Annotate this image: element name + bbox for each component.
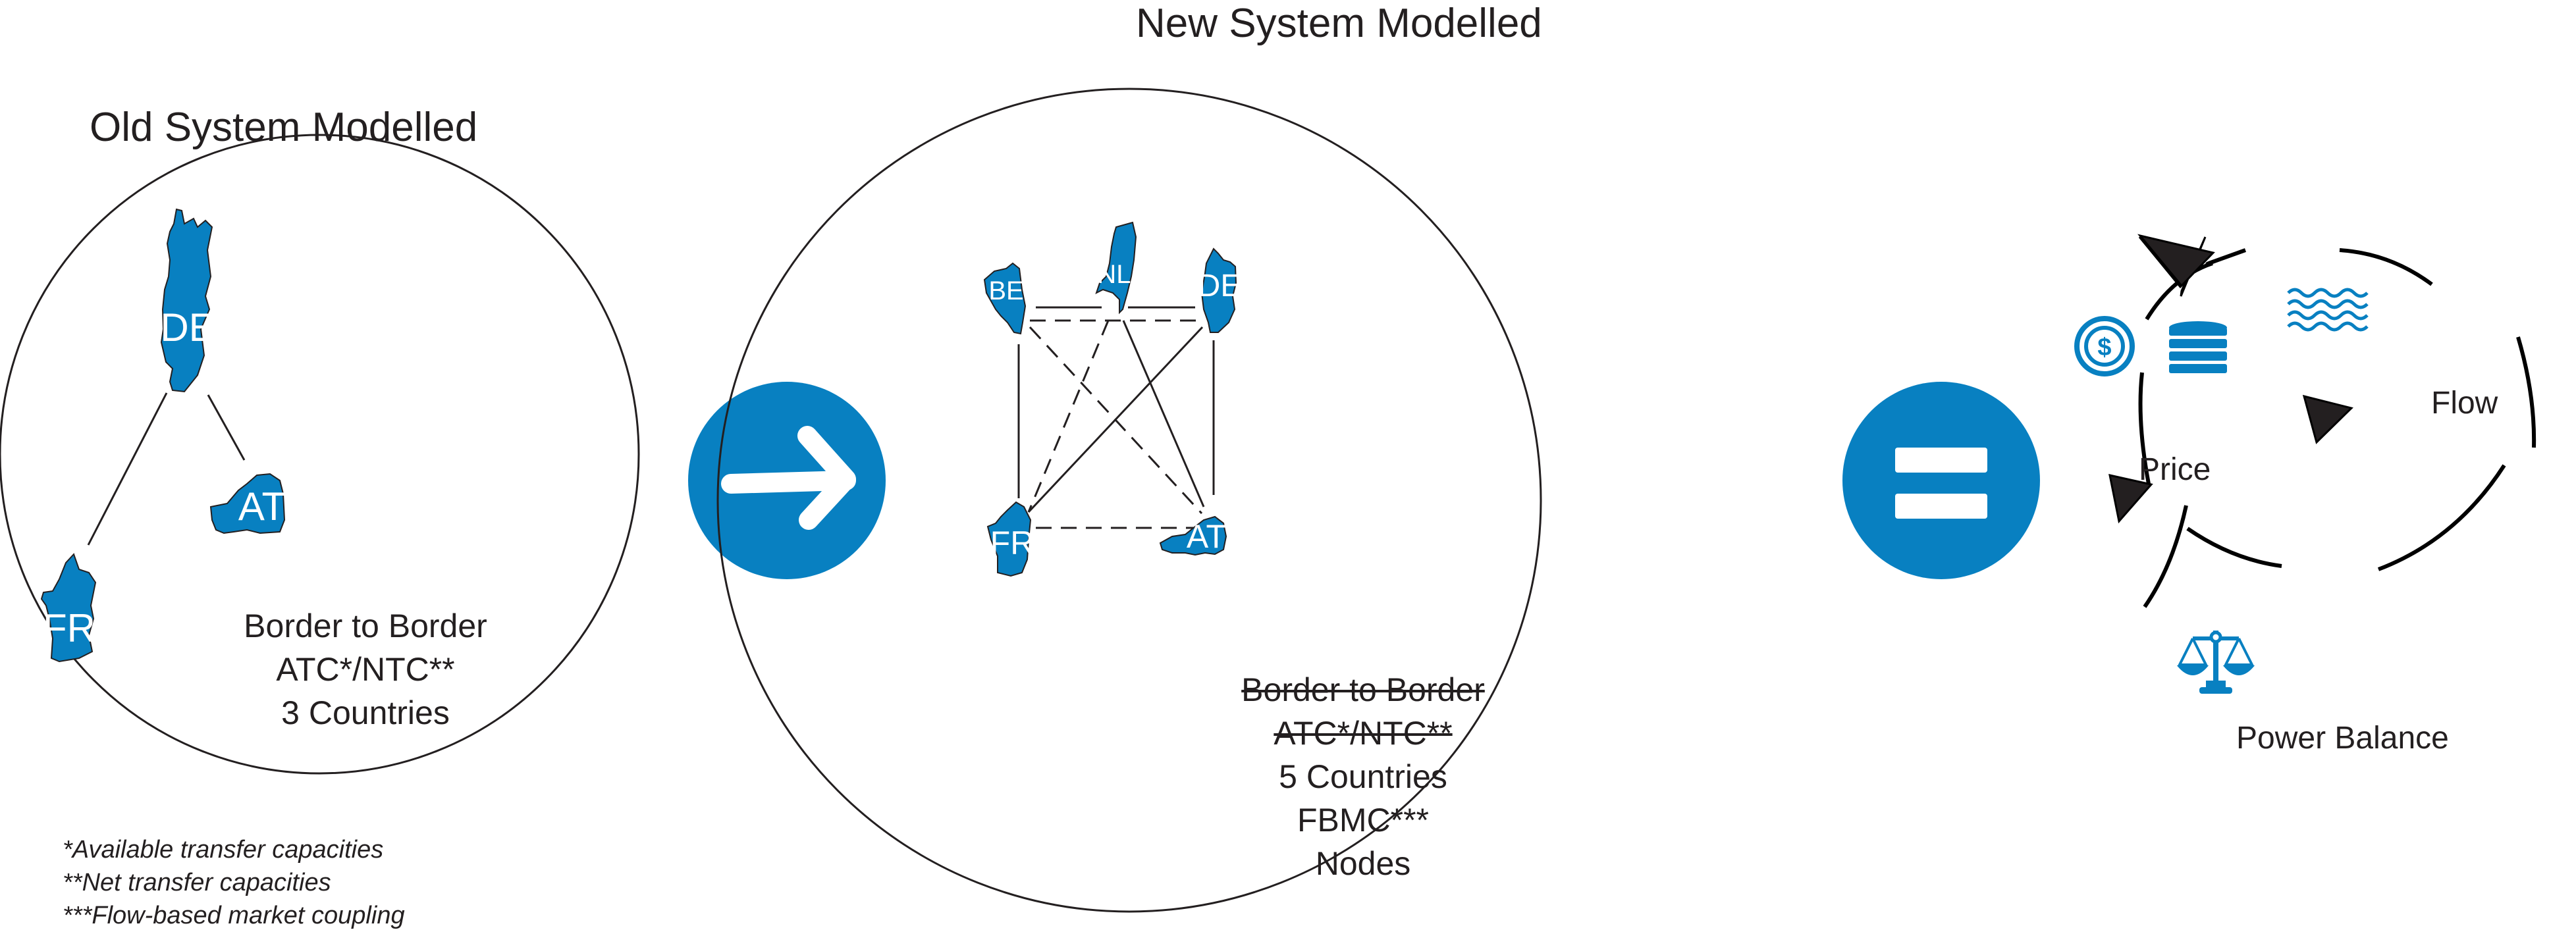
new-line-2: FBMC*** <box>1297 802 1430 839</box>
cycle-arc-flow-balance <box>2516 336 2536 448</box>
old-line-3: 3 Countries <box>281 694 450 731</box>
svg-text:$: $ <box>2097 334 2111 361</box>
cycle-arc-left <box>2138 372 2151 484</box>
new-line-1: 5 Countries <box>1279 758 1447 795</box>
equals-icon <box>1842 382 2040 579</box>
new-system-title: New System Modelled <box>1136 1 1542 46</box>
country-label-at: AT <box>238 484 286 529</box>
country-de-map-new: DE <box>1198 247 1242 333</box>
country-label-de-new: DE <box>1198 269 1242 303</box>
country-label-fr-new: FR <box>990 525 1034 561</box>
link-nl-at <box>1122 320 1205 507</box>
country-label-fr: FR <box>43 606 95 650</box>
arrow-right-icon <box>688 382 886 579</box>
cycle-label-flow: Flow <box>2431 386 2498 421</box>
country-fr-map: FR <box>40 553 97 663</box>
new-system-description: Border to Border ATC*/NTC** 5 Countries … <box>1205 668 1521 885</box>
link-de-fr <box>87 392 168 546</box>
network-links <box>1017 306 1215 529</box>
country-label-nl: NL <box>1097 260 1131 289</box>
cycle-diagram <box>2138 248 2536 608</box>
country-nl-map: NL <box>1095 221 1137 315</box>
old-system-circle <box>0 134 640 775</box>
arrowhead-price-to-flow <box>2137 234 2215 288</box>
cycle-arc-price-flow <box>2145 261 2213 321</box>
old-system-description: Border to Border ATC*/NTC** 3 Countries <box>211 604 520 735</box>
link-de-at <box>207 394 246 461</box>
new-line-3: Nodes <box>1315 845 1411 882</box>
new-struck-line-1: Border to Border <box>1241 671 1485 708</box>
cycle-label-power-balance: Power Balance <box>2236 721 2449 756</box>
country-label-at-new: AT <box>1187 518 1226 555</box>
new-system-circle <box>716 88 1542 913</box>
country-at-map-new: AT <box>1159 515 1227 556</box>
country-be-map: BE <box>983 262 1027 335</box>
link-de-fr-new <box>1027 326 1204 513</box>
cycle-label-price: Price <box>2139 452 2211 487</box>
coins-dollar-icon: $ <box>2073 315 2227 378</box>
footnotes: *Available transfer capacities **Net tra… <box>63 833 405 932</box>
cycle-arc-top <box>2339 248 2433 286</box>
country-label-be: BE <box>988 276 1023 305</box>
country-de-map: DE <box>160 208 215 393</box>
country-at-map: AT <box>209 473 286 534</box>
cycle-arc-right-bottom <box>2377 464 2506 571</box>
link-nl-fr-dashed <box>1027 320 1110 513</box>
footnote-atc: *Available transfer capacities <box>63 836 384 864</box>
arrowhead-balance-to-price <box>2108 474 2153 524</box>
old-system-title: Old System Modelled <box>90 105 478 150</box>
scales-icon <box>2176 631 2255 694</box>
waves-icon <box>2287 288 2369 332</box>
country-fr-map-new: FR <box>986 501 1034 577</box>
old-line-2: ATC*/NTC** <box>276 651 455 688</box>
old-line-1: Border to Border <box>244 608 487 644</box>
country-label-de: DE <box>160 305 215 350</box>
new-struck-line-2: ATC*/NTC** <box>1274 715 1453 752</box>
arrowhead-flow-to-balance <box>2302 394 2353 444</box>
footnote-ntc: **Net transfer capacities <box>63 869 331 896</box>
footnote-fbmc: ***Flow-based market coupling <box>63 902 405 929</box>
cycle-arc-balance-price <box>2186 527 2282 568</box>
